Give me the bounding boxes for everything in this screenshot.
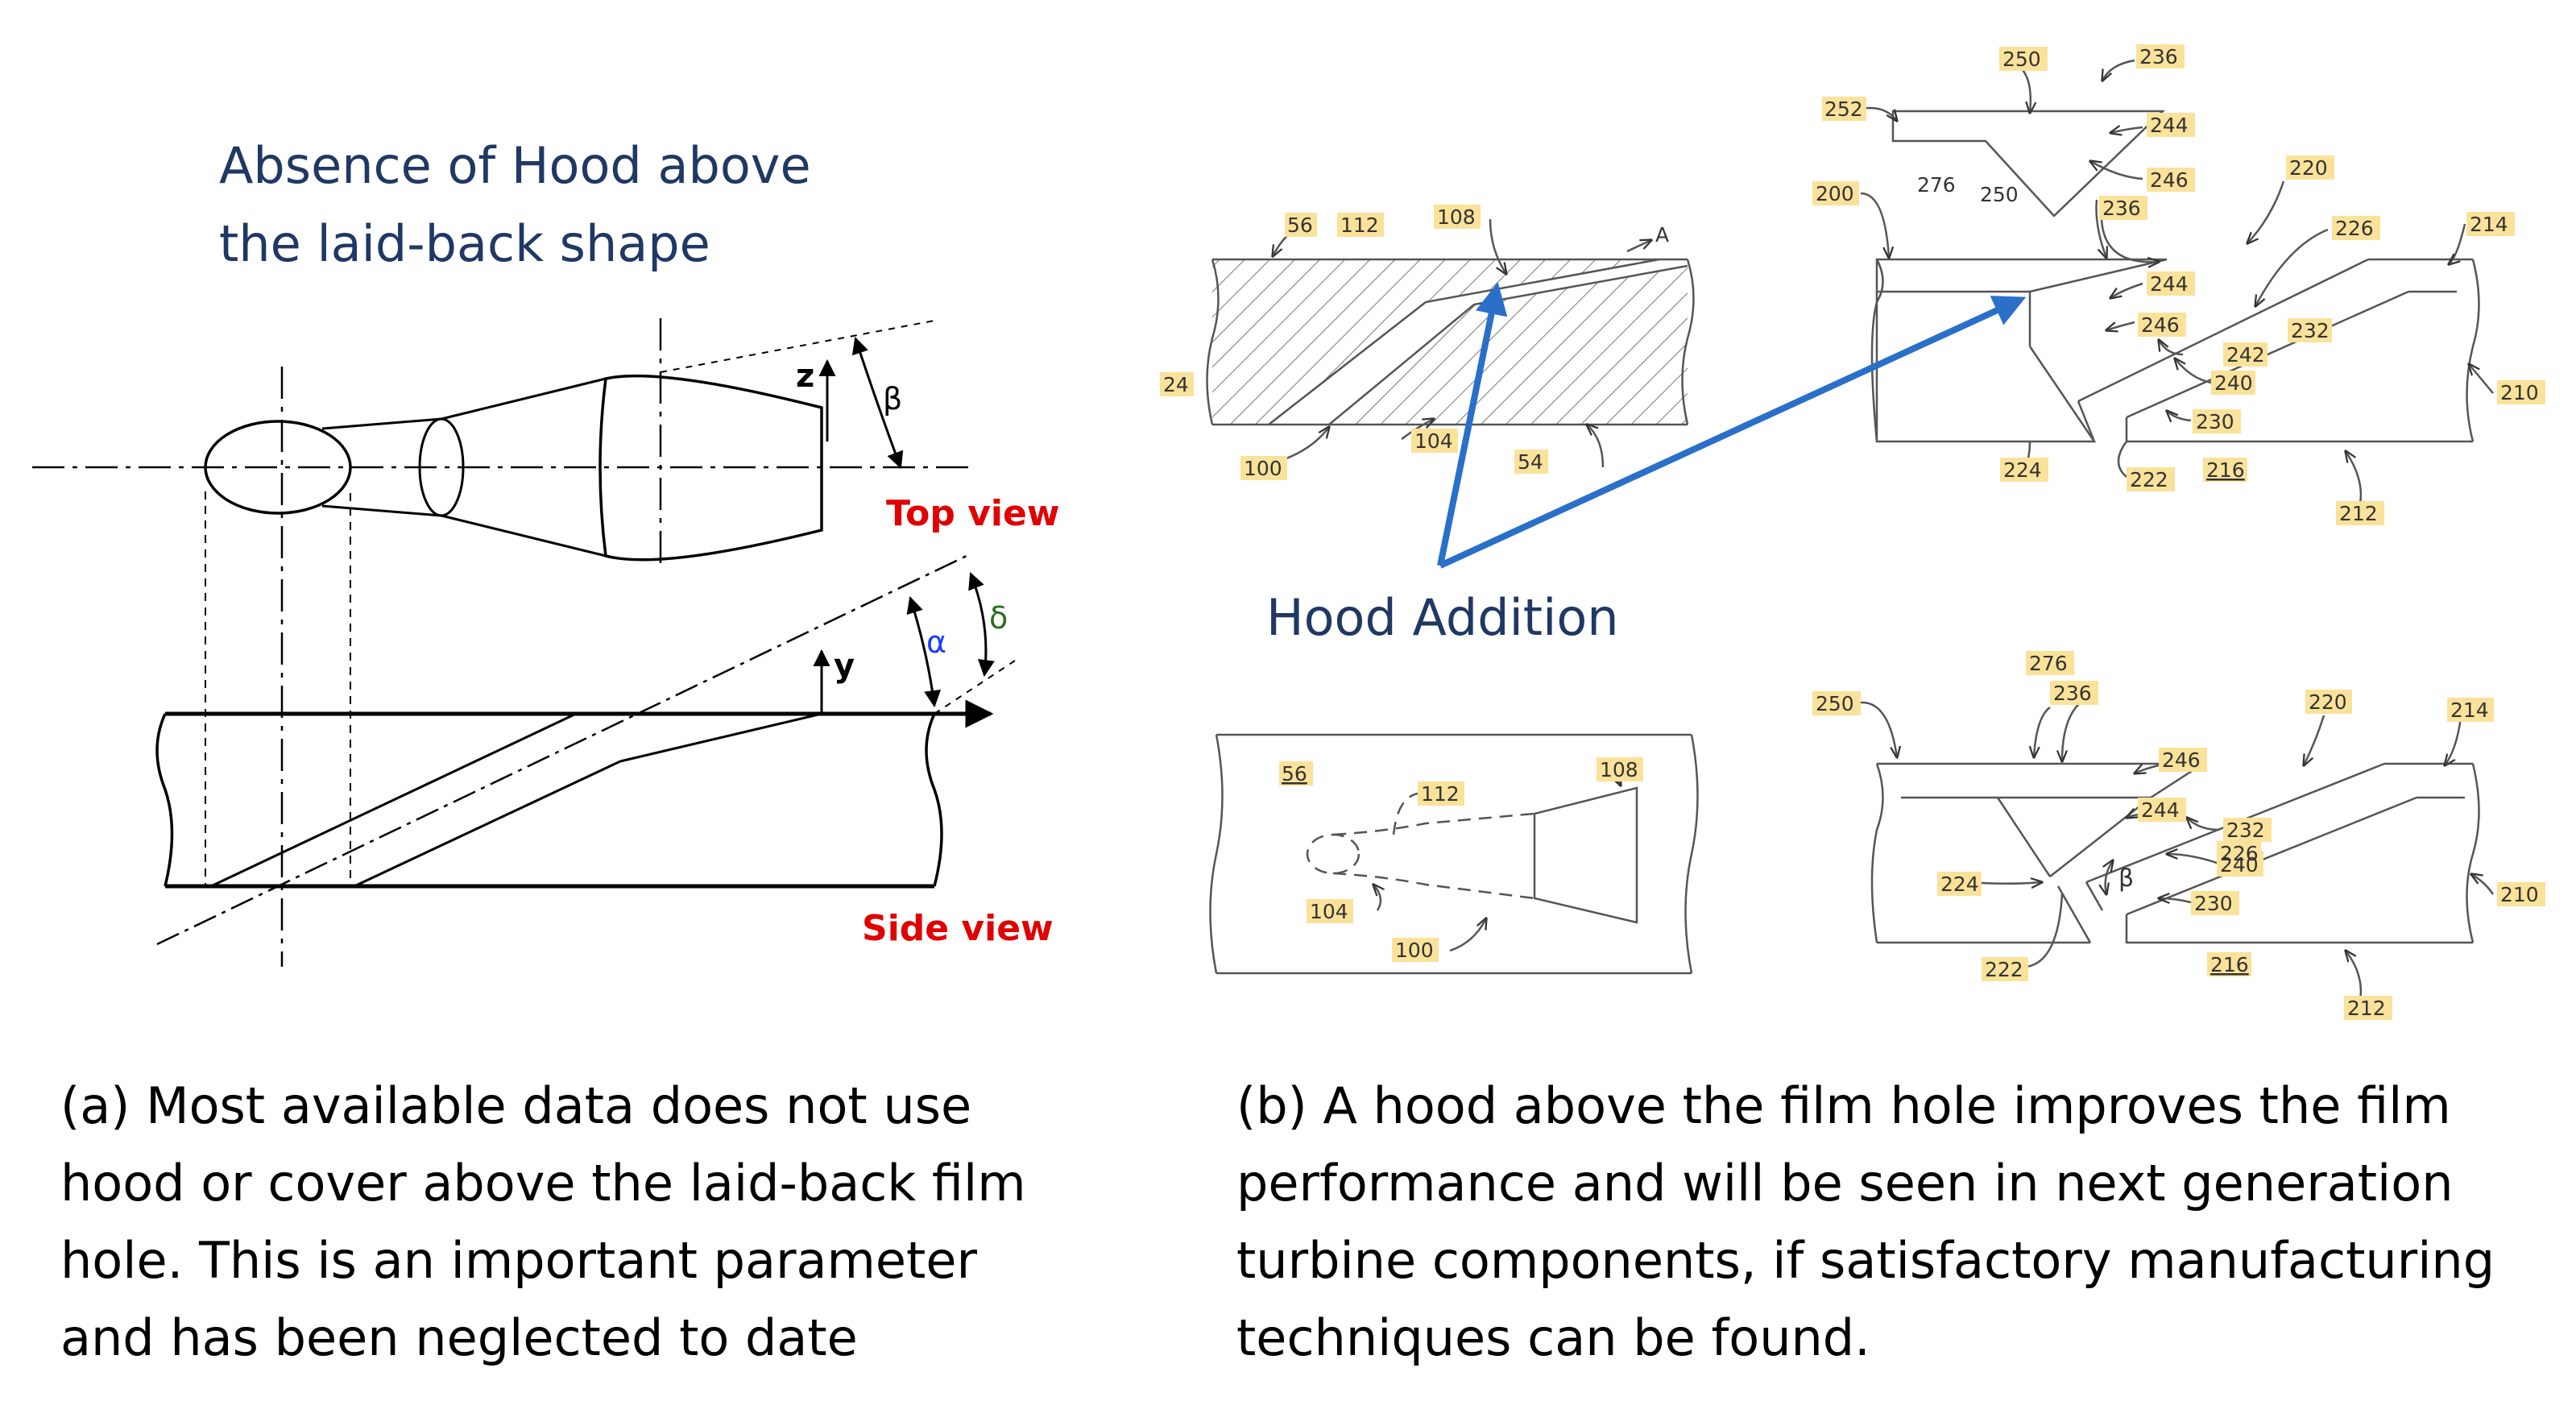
side-view-drawing [155, 491, 1016, 946]
patent-fig-right-bottom: 276 250 236 220 214 246 244 232 226 224 … [1812, 651, 2545, 1020]
panel-a-title-line-2: the laid-back shape [219, 214, 710, 273]
ref-220b: 220 [2309, 690, 2347, 714]
ref-222: 222 [2130, 468, 2168, 491]
patent-fig-right-top: 250 236 252 244 246 200 276 250 236 220 … [1812, 44, 2545, 525]
ref-56: 56 [1287, 213, 1313, 237]
panel-b-caption-line-1: (b) A hood above the film hole improves … [1236, 1076, 2451, 1135]
ref-244c: 244 [2141, 798, 2180, 822]
top-view-drawing [32, 318, 975, 967]
ref-222b: 222 [1985, 958, 2023, 981]
ref-56b: 56 [1282, 762, 1307, 785]
ref-200: 200 [1816, 182, 1854, 205]
ref-244b: 244 [2150, 272, 2189, 296]
ref-250a: 250 [2002, 48, 2041, 71]
panel-a-caption-line-2: hood or cover above the laid-back film [60, 1154, 1026, 1212]
ref-108: 108 [1437, 205, 1476, 229]
side-view-label: Side view [862, 908, 1054, 949]
ref-230: 230 [2196, 410, 2234, 433]
patent-fig-left-top: 56 112 108 A 24 100 104 54 [1160, 205, 1695, 480]
ref-214b: 214 [2450, 698, 2489, 722]
panel-b-caption-line-3: turbine components, if satisfactory manu… [1236, 1231, 2495, 1290]
alpha-angle-label: α [926, 624, 946, 660]
delta-angle-label: δ [989, 600, 1008, 636]
ref-244a: 244 [2150, 114, 2189, 137]
ref-232b: 232 [2226, 819, 2265, 842]
ref-226b: 226 [2220, 842, 2259, 865]
panel-a-caption-line-3: hole. This is an important parameter [60, 1231, 977, 1290]
ref-276: 276 [1917, 173, 1956, 197]
ref-236c: 236 [2053, 682, 2092, 705]
panel-a-caption-line-4: and has been neglected to date [60, 1308, 858, 1367]
ref-240b: 240 [2220, 853, 2259, 877]
panel-a-caption-line-1: (a) Most available data does not use [60, 1076, 972, 1135]
hood-addition-label: Hood Addition [1266, 588, 1619, 647]
ref-250c: 250 [1816, 692, 1854, 715]
ref-250b: 250 [1980, 183, 2019, 206]
ref-104b: 104 [1310, 900, 1348, 923]
ref-212b: 212 [2347, 997, 2386, 1020]
ref-214: 214 [2470, 213, 2508, 236]
ref-246a: 246 [2150, 168, 2189, 192]
ref-230b: 230 [2194, 892, 2233, 915]
y-axis-label: y [834, 648, 855, 685]
ref-242: 242 [2226, 343, 2265, 367]
panel-a-title-line-1: Absence of Hood above [219, 136, 811, 195]
ref-246b: 246 [2141, 313, 2180, 337]
ref-252: 252 [1824, 97, 1863, 121]
ref-276b: 276 [2029, 652, 2068, 675]
ref-224: 224 [2003, 458, 2042, 482]
beta-angle-label: β [883, 381, 902, 417]
ref-240: 240 [2214, 371, 2253, 395]
ref-216b: 216 [2210, 953, 2249, 976]
ref-212: 212 [2339, 502, 2378, 525]
ref-210b: 210 [2500, 883, 2539, 906]
ref-220: 220 [2289, 156, 2328, 180]
ref-100: 100 [1244, 457, 1282, 480]
panel-b-caption-line-2: performance and will be seen in next gen… [1236, 1154, 2454, 1212]
ref-112b: 112 [1421, 782, 1460, 806]
beta-angle-label-patent: β [2118, 864, 2134, 893]
top-view-label: Top view [886, 493, 1060, 534]
z-axis-label: z [796, 358, 814, 395]
ref-210: 210 [2500, 381, 2539, 404]
ref-54: 54 [1518, 450, 1543, 474]
ref-100b: 100 [1395, 939, 1434, 962]
ref-104: 104 [1414, 429, 1453, 453]
hood-addition-arrows [1437, 282, 2027, 569]
ref-24: 24 [1163, 373, 1189, 396]
patent-fig-left-bottom: 56 112 108 104 100 [1209, 733, 1699, 975]
ref-112: 112 [1340, 213, 1379, 237]
ref-108b: 108 [1600, 758, 1638, 781]
ref-224b: 224 [1940, 873, 1979, 896]
ref-232: 232 [2291, 319, 2330, 342]
ref-216: 216 [2206, 458, 2245, 482]
ref-226: 226 [2335, 217, 2374, 240]
ref-236a: 236 [2139, 45, 2178, 68]
ref-236b: 236 [2102, 197, 2141, 220]
ref-A: A [1655, 223, 1669, 247]
ref-246c: 246 [2162, 748, 2201, 772]
panel-b-caption-line-4: techniques can be found. [1236, 1308, 1870, 1367]
